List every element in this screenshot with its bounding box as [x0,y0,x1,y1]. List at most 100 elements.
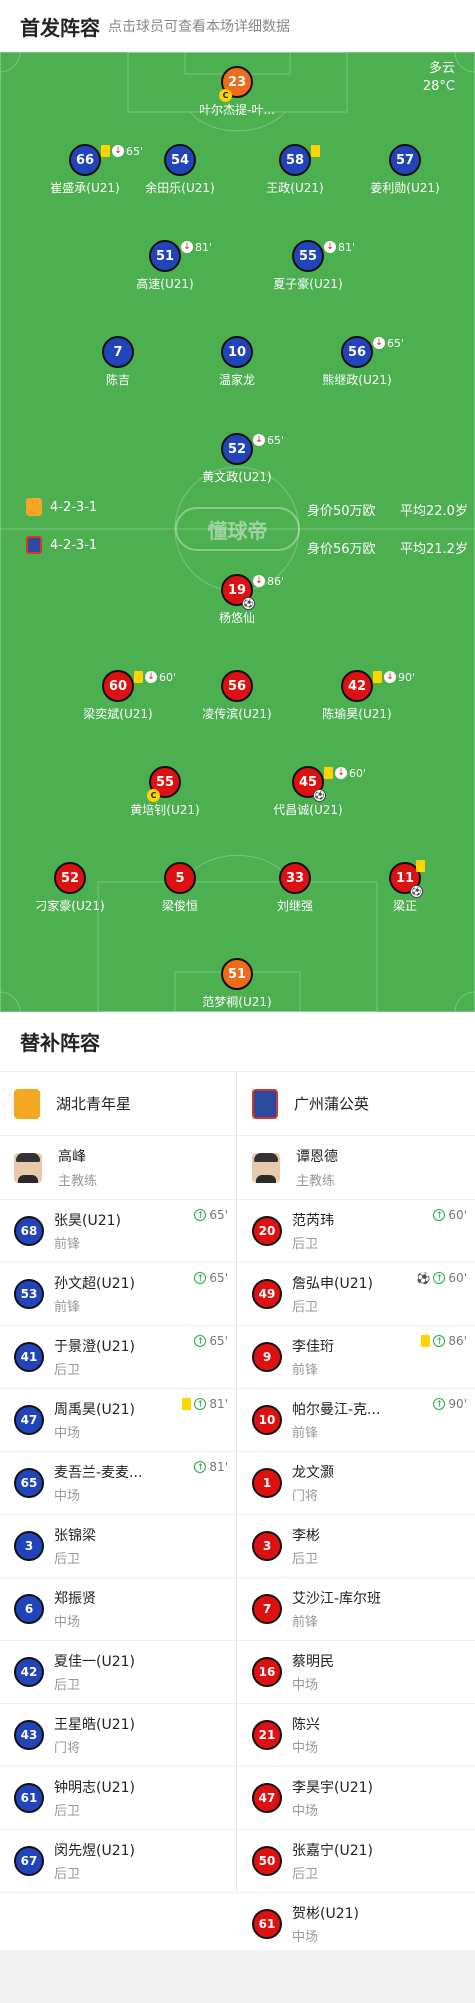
player-number: 45 [298,774,318,790]
player-away[interactable]: 60↓60'梁奕斌(U21) [58,670,178,722]
away-avg-age: 平均21.2岁 [400,542,468,557]
player-number-badge: 56 [221,670,253,702]
player-number: 11 [395,870,415,886]
away-coach[interactable]: 谭恩德 主教练 [238,1136,475,1200]
away-team-header[interactable]: 广州蒲公英 [238,1072,475,1136]
away-coach-name: 谭恩德 [296,1149,338,1165]
home-coach[interactable]: 高峰 主教练 [0,1136,236,1200]
player-number-badge: 19⚽ [221,574,255,610]
sub-in-icon: ↑ [433,1272,446,1284]
player-home[interactable]: 66↓65'崔盛承(U21) [25,144,145,196]
home-team-header[interactable]: 湖北青年星 [0,1072,236,1136]
player-name: 梁俊恒 [161,899,198,913]
sub-player-position: 后卫 [292,1552,319,1567]
page-footer [0,1950,475,2003]
sub-player-name: 钟明志(U21) [54,1780,135,1796]
sub-number-badge: 47 [252,1783,282,1813]
sub-player-name: 郑振贤 [54,1591,96,1607]
player-away[interactable]: 5 梁俊恒 [120,862,240,914]
captain-icon: C [219,89,232,102]
sub-player-name: 范芮玮 [292,1213,334,1229]
sub-player-position: 后卫 [292,1300,319,1315]
player-number-badge: 7 [102,336,134,368]
player-events: ↓65' [373,336,404,350]
player-home[interactable]: 55↓81'夏子豪(U21) [248,240,368,292]
player-home[interactable]: 56↓65'熊继政(U21) [297,336,417,388]
player-number-badge: 5 [164,862,196,894]
player-number-badge: 42 [341,670,373,702]
player-events: ↓65' [253,433,284,447]
player-name: 高速(U21) [136,277,194,291]
sub-player-name: 李彬 [292,1528,320,1544]
player-number-badge: 54 [164,144,196,176]
sub-minute: 65' [387,336,405,350]
player-away[interactable]: 42↓90'陈瑜昊(U21) [297,670,417,722]
player-number-badge: 66 [69,144,101,176]
sub-minute: 81' [209,1460,228,1474]
sub-number-badge: 41 [14,1342,44,1372]
player-number-badge: 60 [102,670,134,702]
sub-in-icon: ↑ [194,1335,207,1347]
captain-icon: C [147,789,160,802]
player-number-badge: 11⚽ [389,860,425,898]
goal-ball-icon: ⚽ [313,789,326,802]
player-home[interactable]: 51↓81'高速(U21) [105,240,225,292]
sub-player-name: 于景澄(U21) [54,1339,135,1355]
sub-player-position: 后卫 [54,1867,81,1882]
player-number: 42 [347,678,367,694]
player-name: 陈吉 [105,373,130,387]
player-number: 52 [60,870,80,886]
weather-temp: 28°C [422,79,455,94]
player-home[interactable]: 7 陈吉 [58,336,178,388]
sub-number-badge: 47 [14,1405,44,1435]
player-away[interactable]: 45⚽↓60'代昌诚(U21) [248,766,368,818]
player-events: ↓86' [253,574,284,588]
player-away[interactable]: 19⚽↓86'杨悠仙 [177,574,297,626]
home-coach-name: 高峰 [58,1149,86,1165]
player-home[interactable]: 52↓65'黄文政(U21) [177,433,297,485]
player-name: 黄培钊(U21) [130,803,200,817]
sub-number-badge: 1 [252,1468,282,1498]
player-events: ↓81' [324,240,355,254]
player-away[interactable]: 11⚽梁正 [345,860,465,914]
yellow-card-icon [324,767,333,779]
player-name: 梁正 [392,899,417,913]
away-team-logo-icon [252,1088,278,1119]
